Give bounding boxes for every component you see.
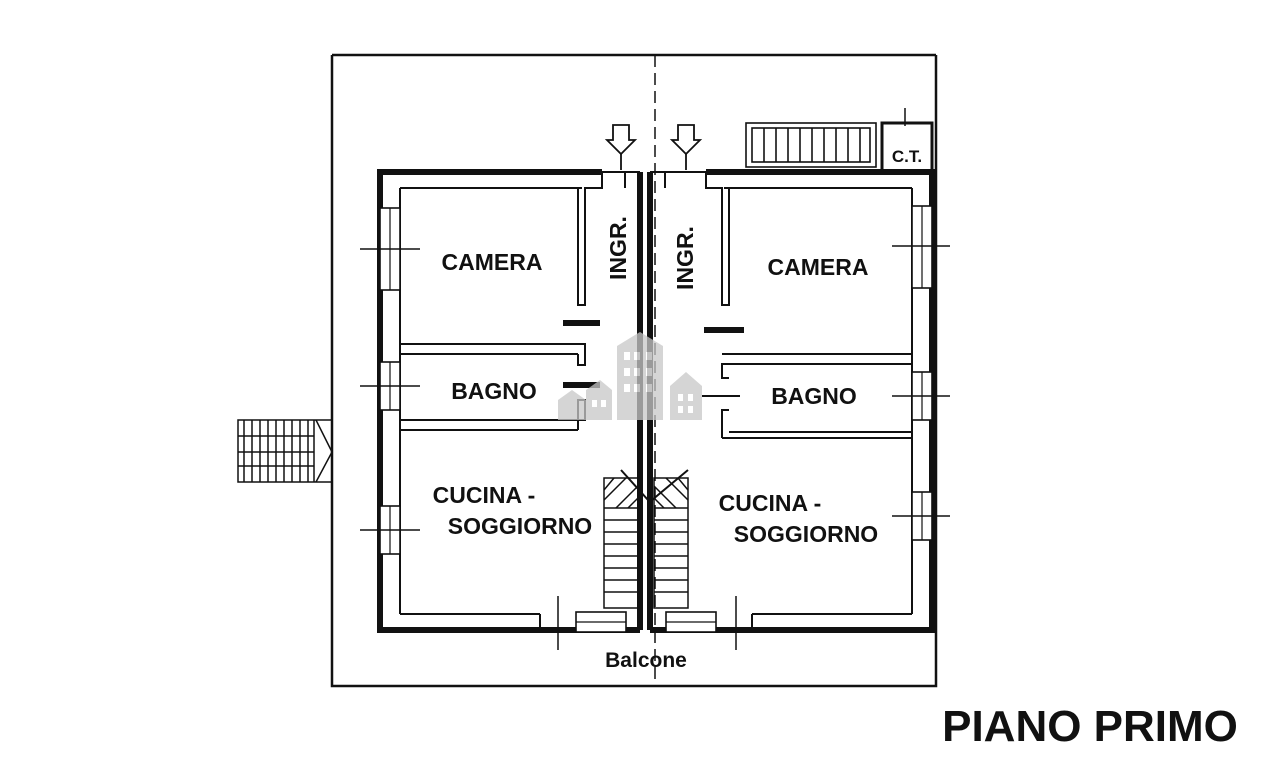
left-cucina-label-2: SOGGIORNO	[448, 513, 592, 539]
right-cucina-label-1: CUCINA -	[719, 490, 822, 516]
house-watermark-icon	[558, 332, 702, 420]
left-ingresso-label: INGR.	[605, 216, 631, 280]
internal-stair-left	[603, 469, 649, 609]
left-bagno-label: BAGNO	[451, 378, 537, 404]
ct-box: C.T.	[880, 108, 934, 173]
windows	[360, 205, 950, 650]
right-bagno-label: BAGNO	[771, 383, 857, 409]
right-cucina-label-2: SOGGIORNO	[734, 521, 878, 547]
left-camera-label: CAMERA	[442, 249, 543, 275]
internal-stair-right	[651, 469, 689, 609]
right-camera-label: CAMERA	[768, 254, 869, 280]
external-stair	[237, 419, 333, 483]
right-ingresso-label: INGR.	[672, 226, 698, 290]
floor-title: PIANO PRIMO	[942, 702, 1238, 751]
balcone-label: Balcone	[605, 649, 687, 672]
entrance-arrow-left-icon	[604, 124, 638, 170]
entrance-arrow-right-icon	[669, 124, 703, 170]
top-right-stair	[745, 122, 877, 168]
left-cucina-label-1: CUCINA -	[433, 482, 536, 508]
ct-label: C.T.	[892, 147, 922, 166]
